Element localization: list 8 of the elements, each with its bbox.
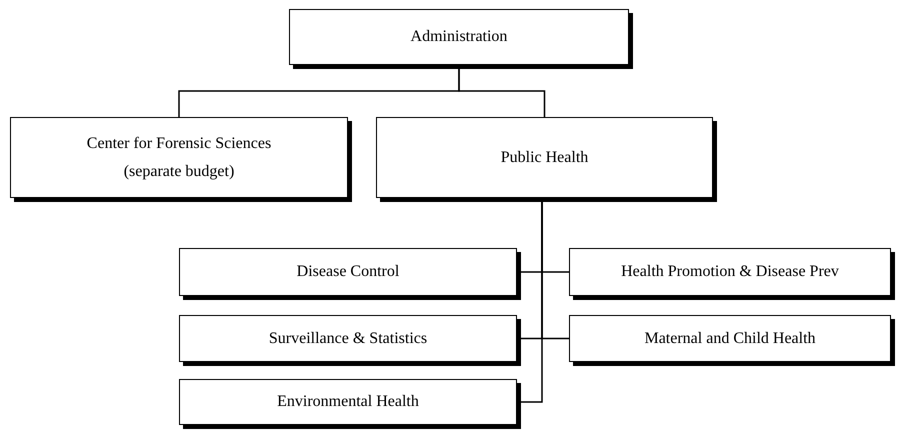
box-label: Administration: [410, 27, 508, 47]
box-label: Maternal and Child Health: [644, 328, 816, 348]
box-label: Health Promotion & Disease Prev: [621, 262, 839, 282]
box-label: Center for Forensic Sciences (separate budget): [86, 134, 272, 182]
box-label: Public Health: [500, 148, 588, 168]
box-label: Environmental Health: [277, 392, 419, 412]
box-label: Surveillance & Statistics: [268, 328, 428, 348]
box-label: Disease Control: [296, 262, 400, 282]
